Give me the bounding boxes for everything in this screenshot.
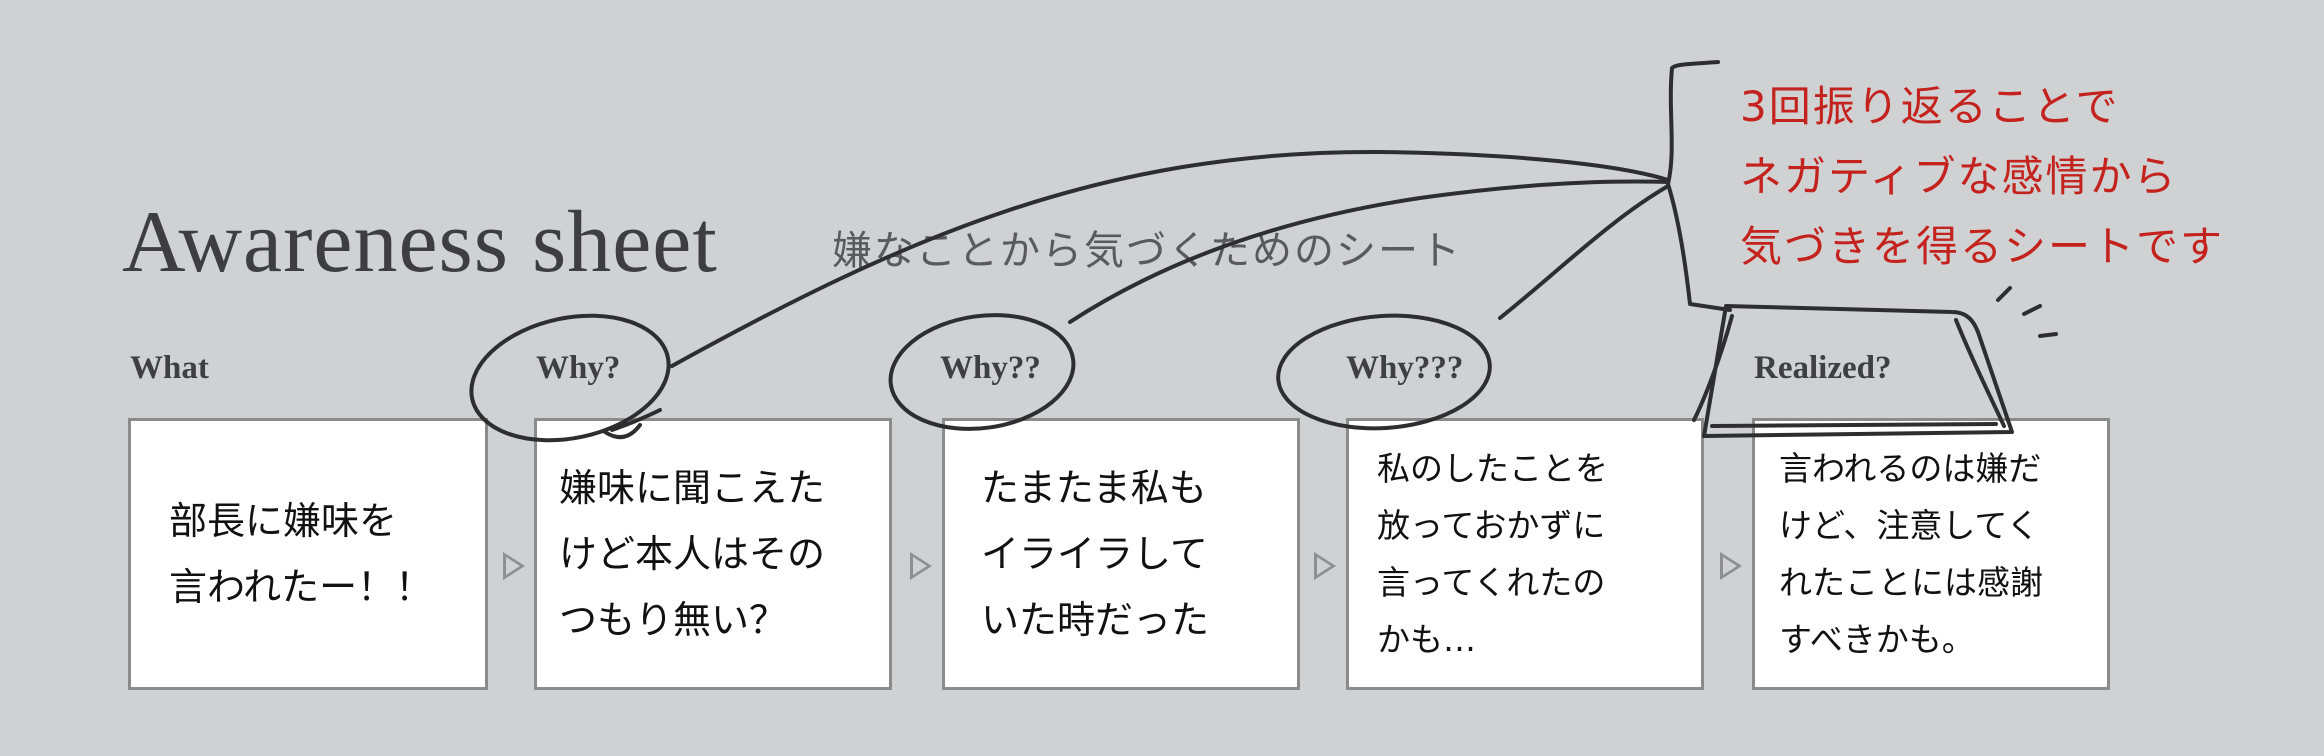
column-label-why-2: Why?? — [940, 350, 1041, 386]
column-label-realized: Realized? — [1754, 350, 1892, 386]
card-text-line: 私のしたことを — [1377, 449, 1608, 488]
annotation-note: 3回振り返ることで ネガティブな感情から 気づきを得るシートです — [1740, 72, 2224, 282]
card-text-line: つもり無い？ — [559, 598, 788, 642]
card-realized: 言われるのは嫌だ けど、注意してく れたことには感謝 すべきかも。 — [1752, 418, 2110, 690]
card-text-line: 部長に嫌味を — [169, 499, 398, 543]
card-text-line: けど、注意してく — [1779, 506, 2040, 545]
card-text-line: いた時だった — [981, 598, 1210, 642]
card-what: 部長に嫌味を 言われたー！！ — [128, 418, 488, 690]
card-text-line: 言われるのは嫌だ — [1779, 449, 2042, 488]
card-text-line: イライラして — [981, 532, 1208, 576]
curve-from-why-2 — [1068, 179, 1670, 324]
flow-arrow-icon — [1720, 552, 1742, 580]
card-text-line: すべきかも。 — [1779, 620, 1975, 659]
column-label-what: What — [130, 350, 209, 386]
card-text-line: 嫌味に聞こえた — [559, 466, 826, 510]
flow-arrow-icon — [1314, 552, 1336, 580]
curve-from-why-1 — [670, 149, 1670, 368]
why-3-circle — [1276, 313, 1492, 431]
column-label-why-3: Why??? — [1346, 350, 1464, 386]
annotation-line: ネガティブな感情から — [1740, 152, 2178, 201]
realized-highlight-box-inner — [1692, 314, 2006, 428]
annotation-line: 気づきを得るシートです — [1740, 222, 2225, 271]
card-text-line: かも… — [1377, 620, 1476, 659]
emphasis-ticks — [1996, 286, 2058, 338]
card-text-line: 言われたー！！ — [169, 565, 434, 609]
card-text-line: れたことには感謝 — [1779, 563, 2043, 602]
card-text-line: けど本人はその — [559, 532, 826, 576]
card-text-line: たまたま私も — [981, 466, 1207, 510]
flow-arrow-icon — [503, 552, 525, 580]
card-why-3: 私のしたことを 放っておかずに 言ってくれたの かも… — [1346, 418, 1704, 690]
flow-arrow-icon — [910, 552, 932, 580]
card-text-line: 言ってくれたの — [1377, 563, 1606, 602]
annotation-line: 3回振り返ることで — [1740, 82, 2120, 131]
why-1-circle — [469, 313, 671, 443]
bracket — [1666, 60, 1732, 312]
realized-highlight-box — [1702, 304, 2014, 438]
why-2-circle — [888, 313, 1076, 431]
card-text-line: 放っておかずに — [1377, 506, 1606, 545]
column-label-why-1: Why? — [536, 350, 621, 386]
sheet-title: Awareness sheet — [122, 194, 718, 291]
card-why-2: たまたま私も イライラして いた時だった — [942, 418, 1300, 690]
card-why-1: 嫌味に聞こえた けど本人はその つもり無い？ — [534, 418, 892, 690]
why-1-circle-tail — [603, 408, 662, 440]
curve-from-why-3 — [1498, 184, 1670, 320]
